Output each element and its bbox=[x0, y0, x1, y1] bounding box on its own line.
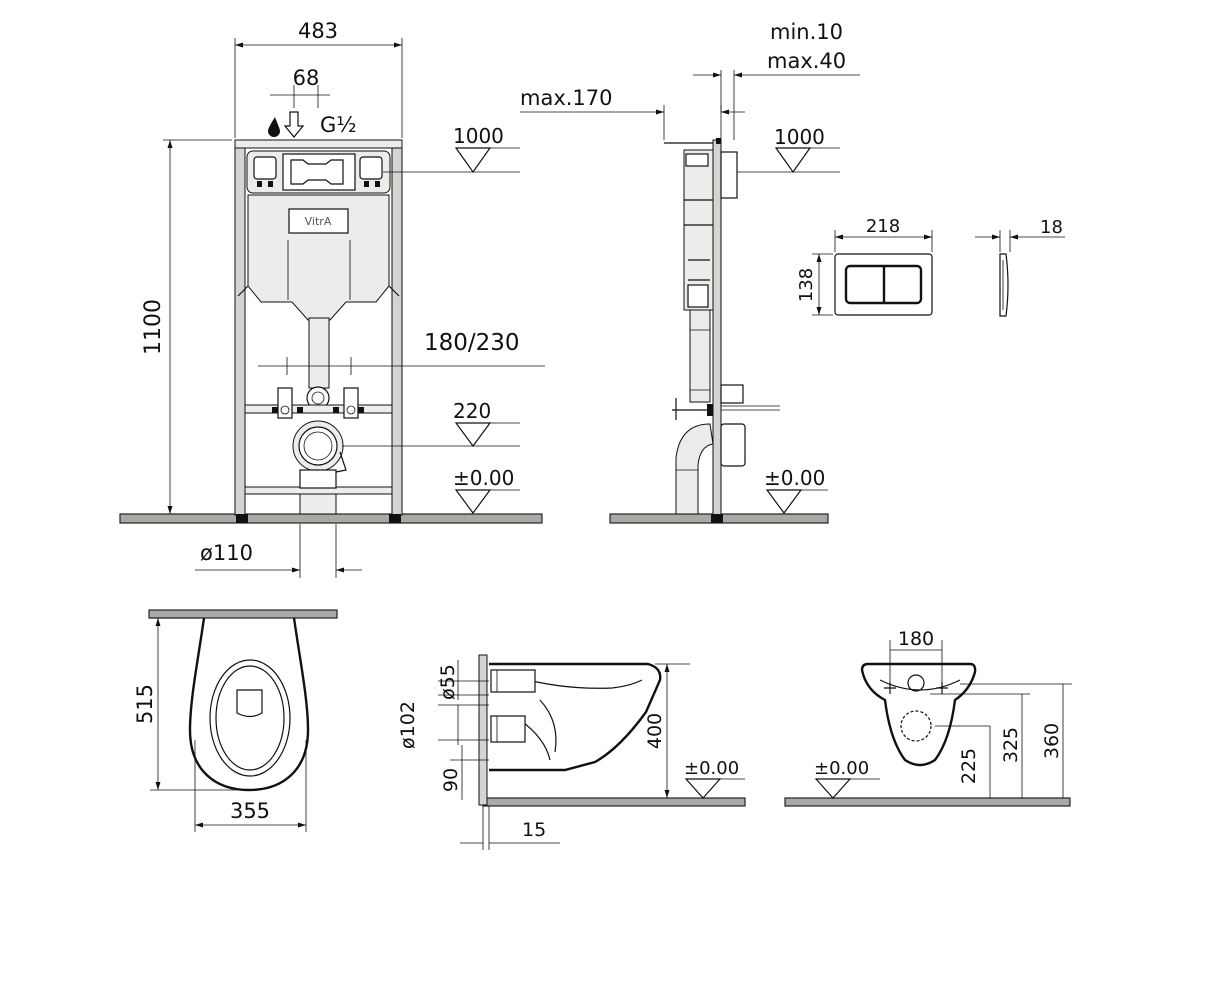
bowl-side-view: ø55 ø102 90 15 400 ±0.00 bbox=[397, 654, 746, 850]
level-connection-height: 220 bbox=[453, 399, 491, 423]
fixing-bar bbox=[244, 404, 393, 414]
flush-plate-side bbox=[999, 253, 1009, 317]
back-outlet-hole bbox=[900, 710, 932, 742]
dim-outlet-diameter: ø102 bbox=[397, 701, 419, 749]
dim-inlet-height-back: 325 bbox=[1000, 727, 1022, 763]
dim-outlet-height: 90 bbox=[440, 768, 462, 792]
dim-bowl-width: 355 bbox=[230, 799, 270, 823]
dim-rim-height: 400 bbox=[644, 713, 666, 749]
dim-plate-depth: 18 bbox=[1040, 217, 1063, 238]
side-outlet-spigot bbox=[490, 715, 526, 743]
side-drain-bend bbox=[675, 423, 714, 515]
wall-top-view bbox=[148, 609, 338, 619]
dim-bolt-spacing: 180 bbox=[898, 628, 934, 650]
level-button-height: 1000 bbox=[453, 124, 504, 148]
side-level-floor: ±0.00 bbox=[764, 466, 825, 490]
floor-slab-bowl-side bbox=[482, 797, 746, 807]
water-inlet-label: G½ bbox=[320, 113, 357, 137]
dim-outlet-height-back: 225 bbox=[958, 748, 980, 784]
flush-pipe bbox=[308, 317, 330, 389]
wall-bowl-side bbox=[478, 654, 488, 806]
side-level-marker-1000 bbox=[774, 147, 812, 174]
level-marker-floor-front bbox=[454, 489, 492, 515]
side-level-marker-floor bbox=[765, 489, 803, 515]
frame-side-view: min.10 max.40 max.170 1000 ±0.00 bbox=[520, 20, 860, 524]
bolt-holes bbox=[884, 682, 948, 694]
brand-logo: VitrA bbox=[305, 215, 332, 228]
side-flush-pipe bbox=[689, 309, 711, 403]
bowl-outline-side bbox=[489, 662, 662, 772]
bowl-back-view: 180 225 325 360 ±0.00 bbox=[784, 628, 1072, 807]
bowl-back-floor-level: ±0.00 bbox=[814, 758, 869, 779]
dim-wall-gap: 15 bbox=[522, 819, 546, 841]
side-inlet-spigot bbox=[490, 669, 536, 693]
dim-wall-min: min.10 bbox=[770, 20, 843, 44]
frame-post-right bbox=[391, 140, 403, 516]
frame-front-view: VitrA 483 68 bbox=[119, 19, 545, 578]
bowl-top-view: 515 355 bbox=[133, 609, 338, 832]
flush-plate-views: 218 138 18 bbox=[796, 216, 1065, 317]
dim-drain-diameter: ø110 bbox=[200, 541, 253, 565]
side-cistern bbox=[683, 149, 714, 311]
bowl-side-level-marker bbox=[684, 778, 722, 799]
level-floor-front: ±0.00 bbox=[453, 466, 514, 490]
side-actuator bbox=[720, 151, 738, 199]
dim-bowl-length: 515 bbox=[133, 684, 157, 724]
dim-inlet-diameter: ø55 bbox=[437, 664, 459, 700]
side-frame-post bbox=[712, 139, 722, 516]
level-marker-1000 bbox=[454, 147, 492, 174]
dim-plate-height: 138 bbox=[796, 268, 817, 302]
dim-bolt-height-back: 360 bbox=[1041, 723, 1063, 759]
dim-frame-width: 483 bbox=[298, 19, 338, 43]
dim-flush-offset: 68 bbox=[293, 66, 320, 90]
floor-slab-bowl-back bbox=[784, 797, 1071, 807]
dim-wall-max: max.40 bbox=[767, 49, 846, 73]
bowl-outline-top bbox=[188, 617, 310, 792]
bowl-outline-back bbox=[860, 662, 977, 767]
floor-slab-front bbox=[119, 513, 543, 524]
dim-frame-height: 1100 bbox=[141, 299, 166, 355]
cistern-body bbox=[247, 194, 390, 321]
dim-depth-max: max.170 bbox=[520, 86, 613, 110]
bowl-back-level-marker bbox=[814, 778, 852, 799]
back-inlet-hole bbox=[907, 674, 925, 692]
down-arrow-icon bbox=[283, 111, 305, 138]
dim-plate-width: 218 bbox=[866, 216, 900, 237]
bowl-side-floor-level: ±0.00 bbox=[684, 758, 739, 779]
bowl-opening-top bbox=[236, 689, 263, 718]
frame-post-left bbox=[234, 140, 246, 516]
side-level-button-height: 1000 bbox=[774, 125, 825, 149]
dim-connection-spacing: 180/230 bbox=[424, 330, 520, 356]
brand-label-box bbox=[288, 208, 349, 234]
frame-top-rail bbox=[234, 139, 403, 149]
level-marker-220 bbox=[454, 422, 492, 448]
water-drop-icon bbox=[268, 117, 280, 137]
